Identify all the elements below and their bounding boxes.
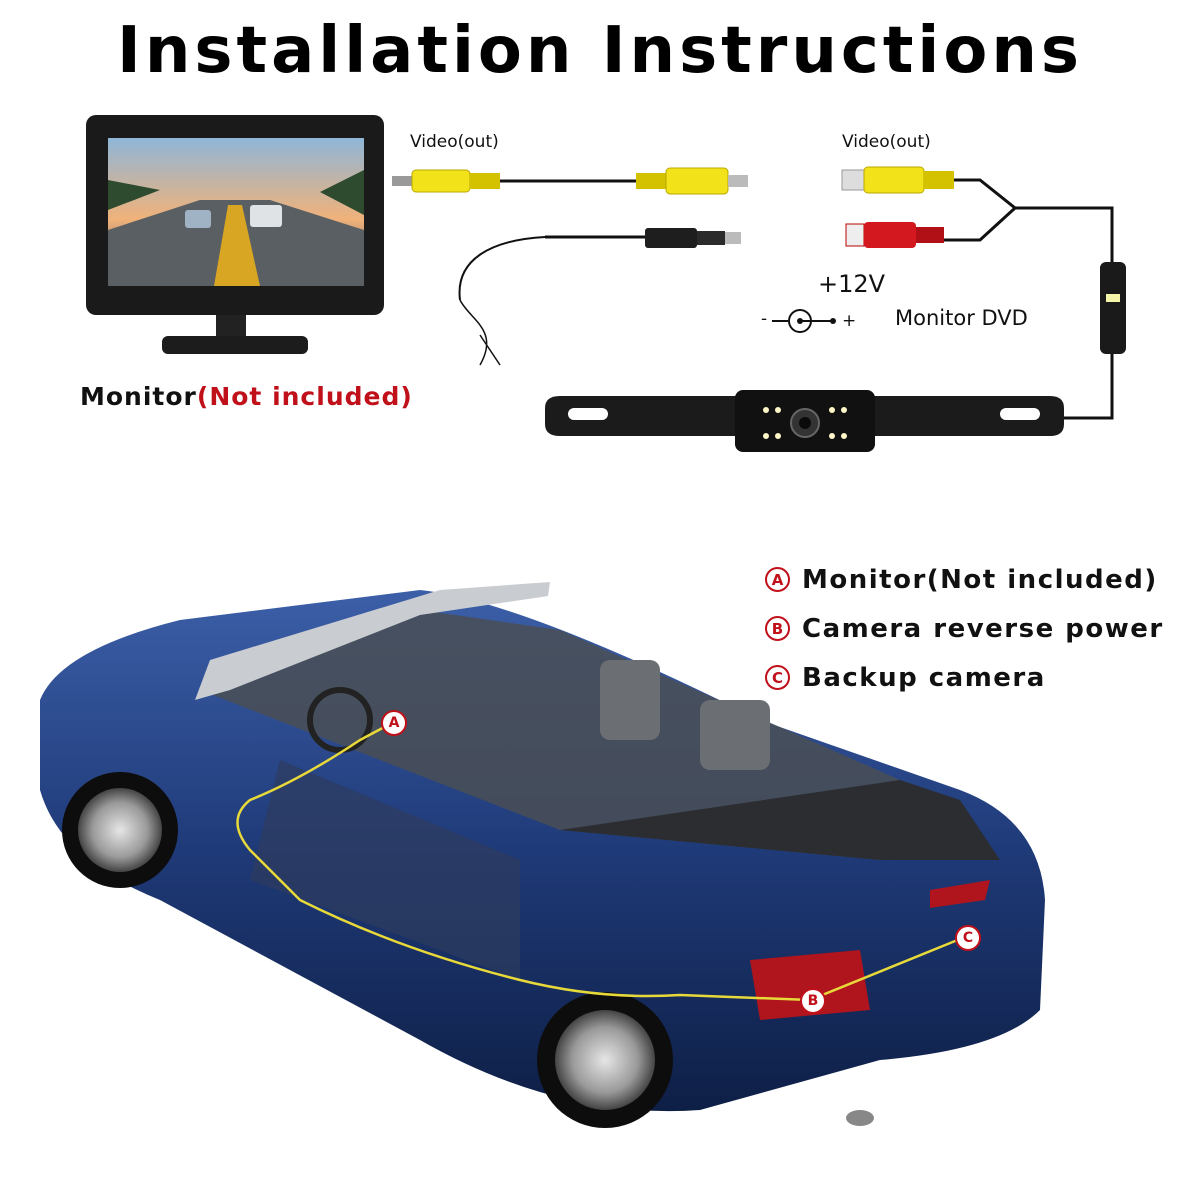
legend-note-a: (Not included)	[926, 564, 1158, 595]
monitor-illustration	[86, 115, 384, 354]
video-out-label-right: Video(out)	[842, 132, 931, 152]
rca-cable-left	[392, 167, 748, 366]
legend-marker-a: A	[765, 567, 790, 592]
car-marker-a: A	[381, 710, 407, 736]
legend: A Monitor(Not included) B Camera reverse…	[765, 555, 1164, 702]
plus-12v-label: +12V	[818, 270, 886, 298]
page-title: Installation Instructions	[117, 14, 1083, 88]
legend-label-a: Monitor	[802, 564, 927, 595]
car-marker-b: B	[800, 988, 826, 1014]
monitor-caption: Monitor(Not included)	[80, 382, 413, 411]
video-out-label-left: Video(out)	[410, 132, 499, 152]
convertible-car-illustration	[40, 582, 1045, 1128]
routing-wire	[236, 721, 966, 1002]
rca-cable-right	[841, 166, 1126, 420]
legend-item-b: B Camera reverse power	[765, 604, 1164, 653]
legend-marker-b: B	[765, 616, 790, 641]
legend-marker-c: C	[765, 665, 790, 690]
monitor-caption-text: Monitor	[80, 382, 197, 411]
monitor-caption-note: (Not included)	[196, 382, 413, 411]
legend-item-a: A Monitor(Not included)	[765, 555, 1164, 604]
legend-item-c: C Backup camera	[765, 653, 1164, 702]
legend-label-c: Backup camera	[802, 662, 1046, 693]
car-marker-c: C	[955, 925, 981, 951]
polarity-plus: +	[842, 311, 857, 331]
monitor-dvd-label: Monitor DVD	[895, 306, 1028, 330]
legend-label-b: Camera reverse power	[802, 613, 1164, 644]
license-plate-camera	[545, 390, 1064, 452]
power-jack-symbol	[772, 309, 836, 333]
polarity-minus: -	[761, 309, 768, 329]
